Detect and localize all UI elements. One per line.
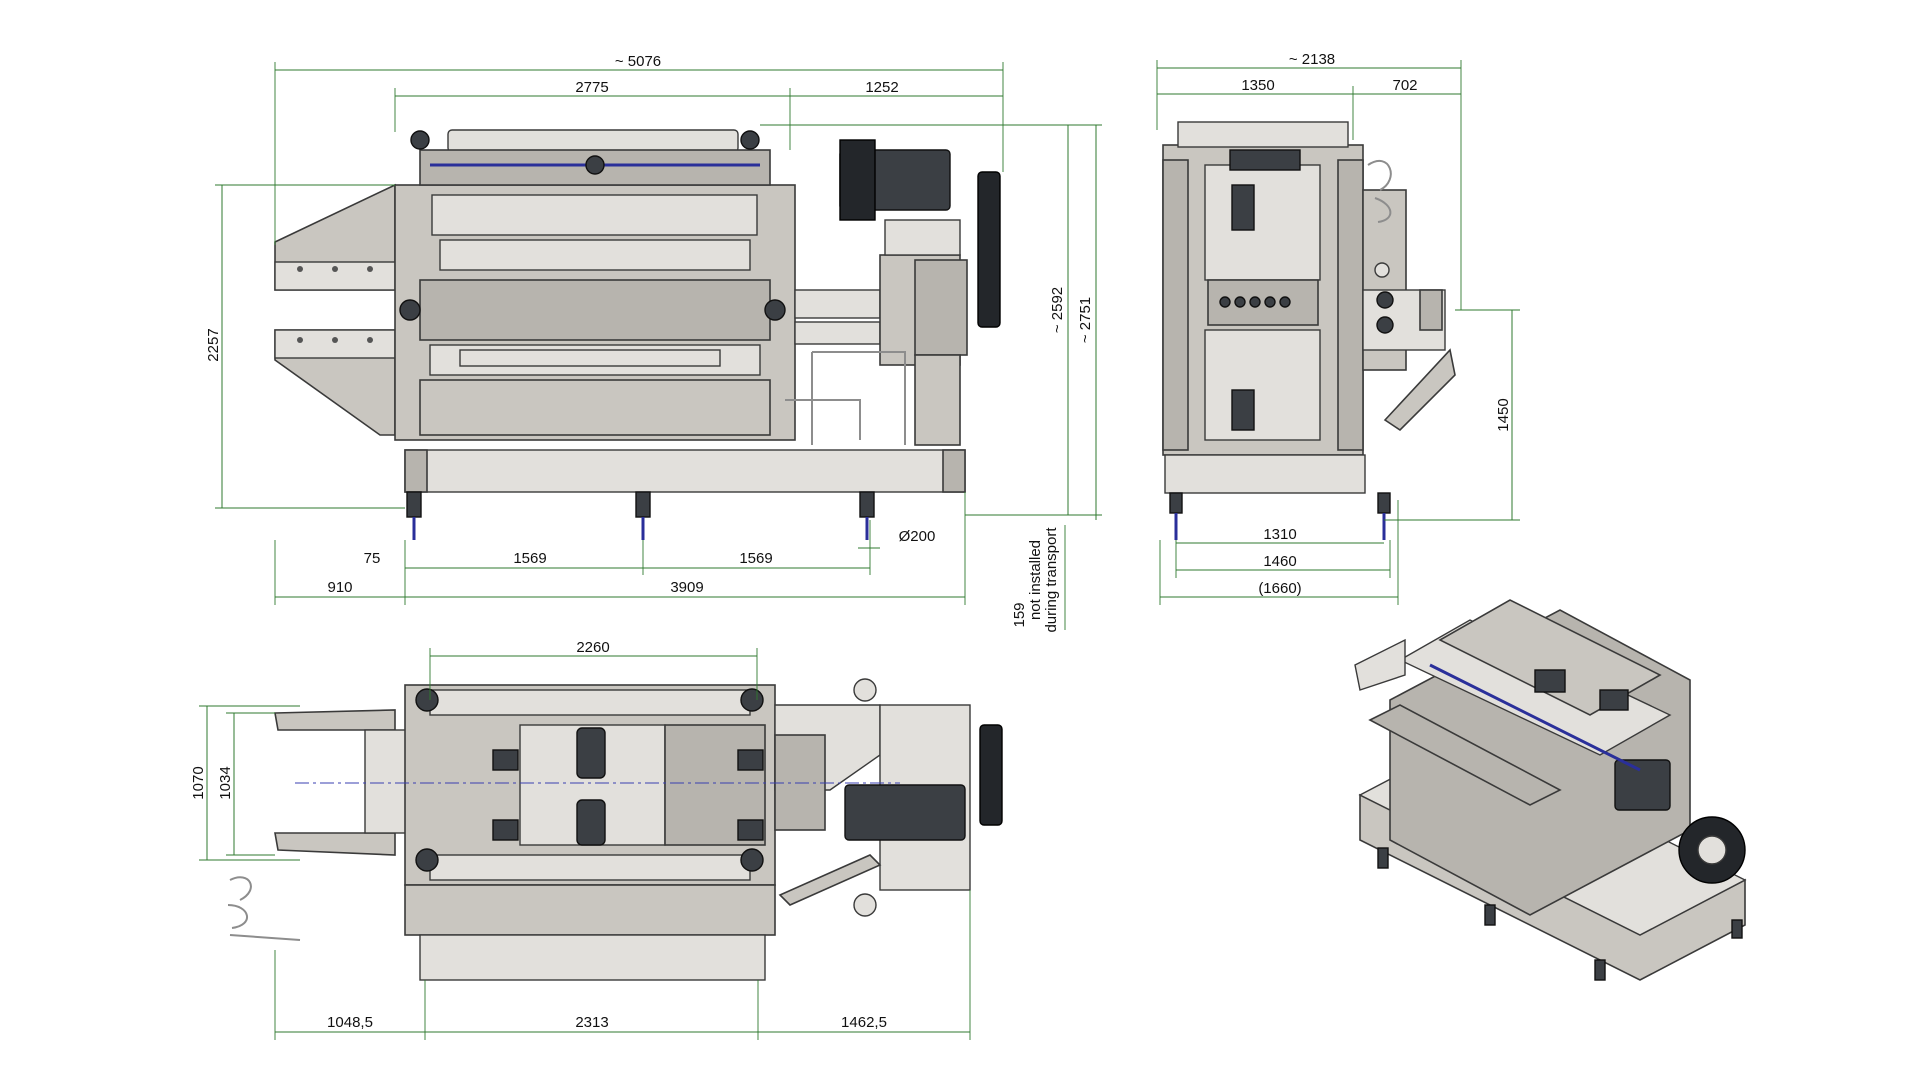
side-base bbox=[1164, 454, 1366, 494]
top-flywheel bbox=[979, 724, 1003, 826]
dim-base: 3909 bbox=[670, 579, 703, 596]
machine-feet bbox=[406, 491, 875, 540]
drive-unit bbox=[785, 139, 1001, 446]
top-motor-icon bbox=[844, 784, 966, 841]
base-frame bbox=[404, 449, 966, 493]
top-lower-beam bbox=[419, 934, 766, 981]
flywheel bbox=[977, 171, 1001, 328]
top-view: 2260 1070 1034 1048,5 2313 1462,5 bbox=[190, 639, 1003, 1040]
dim-side-overall: ~ 2138 bbox=[1289, 51, 1335, 68]
transport-note-line1: not installed bbox=[1027, 540, 1044, 620]
top-bearing-lower bbox=[576, 799, 606, 846]
dim-side-left: 1350 bbox=[1241, 77, 1274, 94]
dim-top-depth-1: 1070 bbox=[190, 766, 207, 799]
isometric-view bbox=[1354, 599, 1747, 981]
dim-feet-offset: 75 bbox=[364, 550, 381, 567]
dim-top-right: 1462,5 bbox=[841, 1014, 887, 1031]
dim-side-right: 702 bbox=[1392, 77, 1417, 94]
side-view: ~ 2138 1350 702 1450 1310 1460 (1660) bbox=[1156, 51, 1520, 605]
dim-infeed: 910 bbox=[327, 579, 352, 596]
dim-frame: 2775 bbox=[575, 79, 608, 96]
dim-height-left: 2257 bbox=[205, 328, 222, 361]
infeed-guide-lower bbox=[274, 329, 396, 436]
side-view-dimensions bbox=[1156, 60, 1520, 605]
dim-side-height: 1450 bbox=[1495, 398, 1512, 431]
top-cover bbox=[447, 129, 739, 153]
dim-height-1: ~ 2592 bbox=[1049, 287, 1066, 333]
dim-side-base-2: 1460 bbox=[1263, 553, 1296, 570]
dim-height-2: ~ 2751 bbox=[1077, 297, 1094, 343]
dim-foot-diameter: Ø200 bbox=[899, 528, 936, 545]
iso-motor-icon bbox=[1614, 759, 1671, 811]
dim-side-base-1: 1310 bbox=[1263, 526, 1296, 543]
top-bearing-upper bbox=[576, 727, 606, 779]
dim-side-base-3: (1660) bbox=[1258, 580, 1301, 597]
dim-top-width: 2260 bbox=[576, 639, 609, 656]
front-view-dimensions bbox=[215, 62, 1102, 630]
dim-top-depth-2: 1034 bbox=[217, 766, 234, 799]
dim-feet-1: 1569 bbox=[513, 550, 546, 567]
transport-note-line2: during transport bbox=[1043, 527, 1060, 633]
infeed-guide-top bbox=[274, 709, 411, 856]
dim-drive: 1252 bbox=[865, 79, 898, 96]
dim-overall-width: ~ 5076 bbox=[615, 53, 661, 70]
dim-top-center: 2313 bbox=[575, 1014, 608, 1031]
roller-assembly bbox=[419, 279, 771, 341]
infeed-guide-upper bbox=[274, 183, 396, 291]
dim-top-left: 1048,5 bbox=[327, 1014, 373, 1031]
front-view: ~ 5076 2775 1252 2257 ~ 2592 ~ 2751 75 1… bbox=[205, 53, 1102, 633]
transport-note-value: 159 bbox=[1011, 602, 1028, 627]
dim-feet-2: 1569 bbox=[739, 550, 772, 567]
top-view-dimensions bbox=[199, 648, 971, 1040]
